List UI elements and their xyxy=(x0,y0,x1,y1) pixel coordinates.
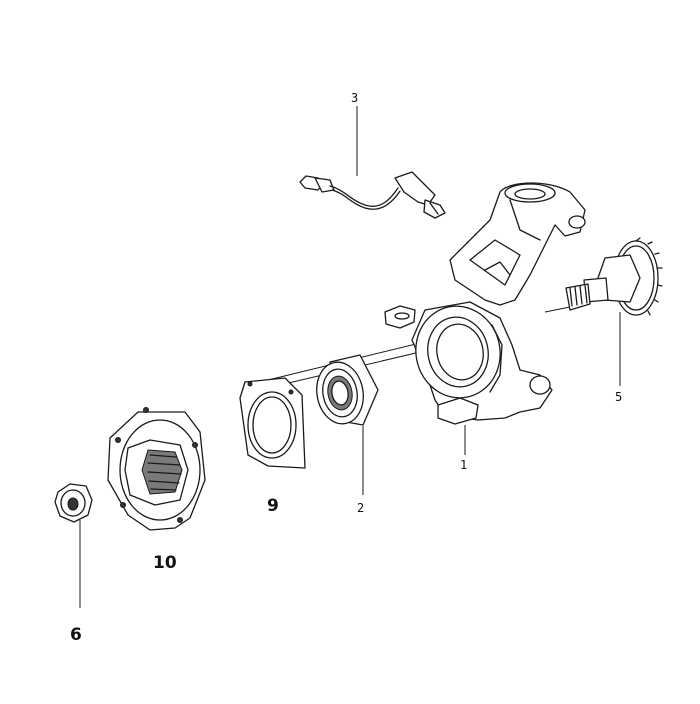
part-label-5: 5 xyxy=(615,390,623,404)
part-label-9: 9 xyxy=(267,496,279,516)
part-10-wheel-hub xyxy=(107,407,206,531)
part-5-drive-shaft-joint xyxy=(565,237,663,316)
part-label-10: 10 xyxy=(153,553,177,573)
part-6-hub-nut xyxy=(54,483,93,523)
part-9-backing-plate xyxy=(239,377,306,469)
leader-lines xyxy=(79,106,621,608)
part-label-3: 3 xyxy=(351,91,359,105)
part-label-2: 2 xyxy=(357,501,365,515)
part-label-6: 6 xyxy=(70,625,82,645)
part-3-speed-sensor xyxy=(299,171,446,219)
part-2-wheel-bearing xyxy=(316,354,379,426)
part-label-1: 1 xyxy=(460,458,468,472)
part-1-steering-knuckle xyxy=(384,182,586,425)
